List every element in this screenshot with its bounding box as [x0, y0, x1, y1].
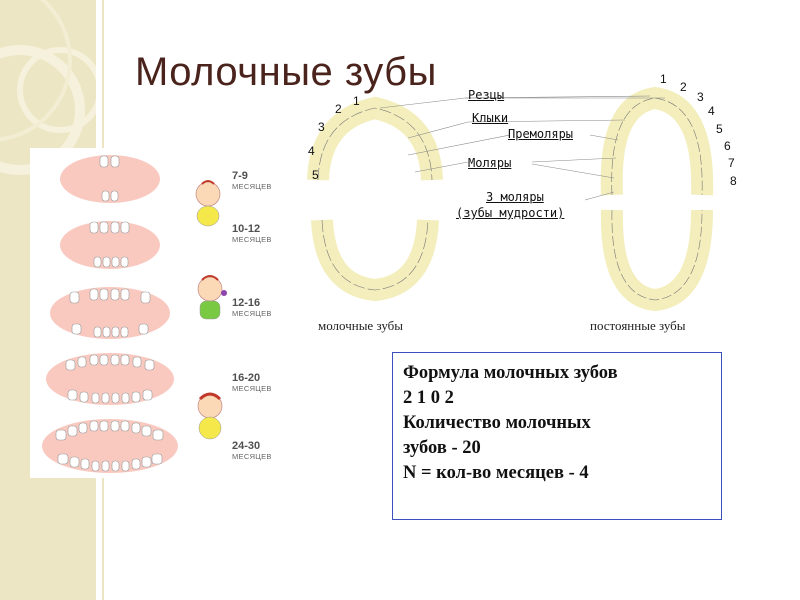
permanent-tooth-number: 2	[680, 80, 687, 94]
caption-permanent-teeth: постоянные зубы	[590, 318, 686, 333]
permanent-tooth-number: 6	[724, 139, 731, 153]
label-canines: Клыки	[472, 111, 509, 125]
label-incisors: Резцы	[468, 88, 505, 102]
stage-4	[30, 348, 285, 410]
caption-milk-teeth: молочные зубы	[318, 318, 403, 333]
permanent-tooth-number: 4	[708, 104, 715, 118]
age-unit: МЕСЯЦЕВ	[232, 452, 272, 461]
slide-title: Молочные зубы	[135, 50, 437, 94]
mouth-stage-4-image	[46, 353, 174, 405]
milk-tooth-number: 4	[308, 144, 315, 158]
formula-line-3: Количество молочных	[403, 413, 591, 433]
age-label-4: 16-20 МЕСЯЦЕВ	[232, 372, 272, 393]
decorative-circles	[0, 0, 96, 175]
stage-1	[30, 148, 285, 210]
pointer-lines	[379, 95, 665, 201]
milk-upper-arch	[307, 96, 443, 181]
stage-3	[30, 282, 285, 344]
baby-illustration-3	[197, 392, 223, 440]
permanent-tooth-number: 5	[716, 122, 723, 136]
age-unit: МЕСЯЦЕВ	[232, 384, 272, 393]
mouth-stage-5-image	[42, 419, 178, 473]
label-premolars: Премоляры	[508, 127, 574, 141]
milk-tooth-number: 5	[312, 168, 319, 182]
formula-line-1: Формула молочных зубов	[403, 363, 618, 383]
age-label-5: 24-30 МЕСЯЦЕВ	[232, 440, 272, 461]
age-range: 16-20	[232, 372, 261, 384]
age-unit: МЕСЯЦЕВ	[232, 235, 272, 244]
stage-5	[30, 414, 285, 478]
mouth-stage-2-image	[60, 221, 160, 269]
eruption-stages-panel	[30, 148, 285, 478]
dental-arch-diagram	[307, 86, 714, 312]
age-label-3: 12-16 МЕСЯЦЕВ	[232, 297, 272, 318]
stage-2	[30, 214, 285, 276]
baby-illustration-1	[195, 180, 221, 227]
milk-lower-arch	[311, 219, 439, 302]
formula-line-2: 2 1 0 2	[403, 388, 454, 408]
age-unit: МЕСЯЦЕВ	[232, 182, 272, 191]
permanent-tooth-number: 3	[697, 90, 704, 104]
label-molars: Моляры	[468, 156, 512, 170]
permanent-lower-arch	[600, 209, 713, 312]
age-label-2: 10-12 МЕСЯЦЕВ	[232, 223, 272, 244]
formula-line-5: N = кол-во месяцев - 4	[403, 463, 589, 483]
milk-tooth-number: 1	[353, 94, 360, 108]
permanent-tooth-number: 1	[660, 72, 667, 86]
permanent-tooth-number: 7	[728, 156, 735, 170]
age-unit: МЕСЯЦЕВ	[232, 309, 272, 318]
formula-box: Формула молочных зубов 2 1 0 2 Количеств…	[392, 352, 722, 520]
milk-tooth-number: 3	[318, 120, 325, 134]
label-third-molars: 3 моляры	[486, 190, 544, 204]
mouth-stage-3-image	[50, 287, 170, 339]
formula-line-4: зубов - 20	[403, 438, 481, 458]
age-range: 10-12	[232, 223, 261, 235]
permanent-tooth-number: 8	[730, 174, 737, 188]
permanent-upper-arch	[600, 86, 714, 196]
mouth-stage-1-image	[60, 155, 160, 203]
age-range: 12-16	[232, 297, 261, 309]
age-range: 24-30	[232, 440, 261, 452]
age-label-1: 7-9 МЕСЯЦЕВ	[232, 170, 272, 191]
label-wisdom-teeth: (зубы мудрости)	[456, 206, 565, 220]
milk-tooth-number: 2	[335, 102, 342, 116]
age-range: 7-9	[232, 170, 248, 182]
baby-illustration-2	[197, 275, 227, 320]
